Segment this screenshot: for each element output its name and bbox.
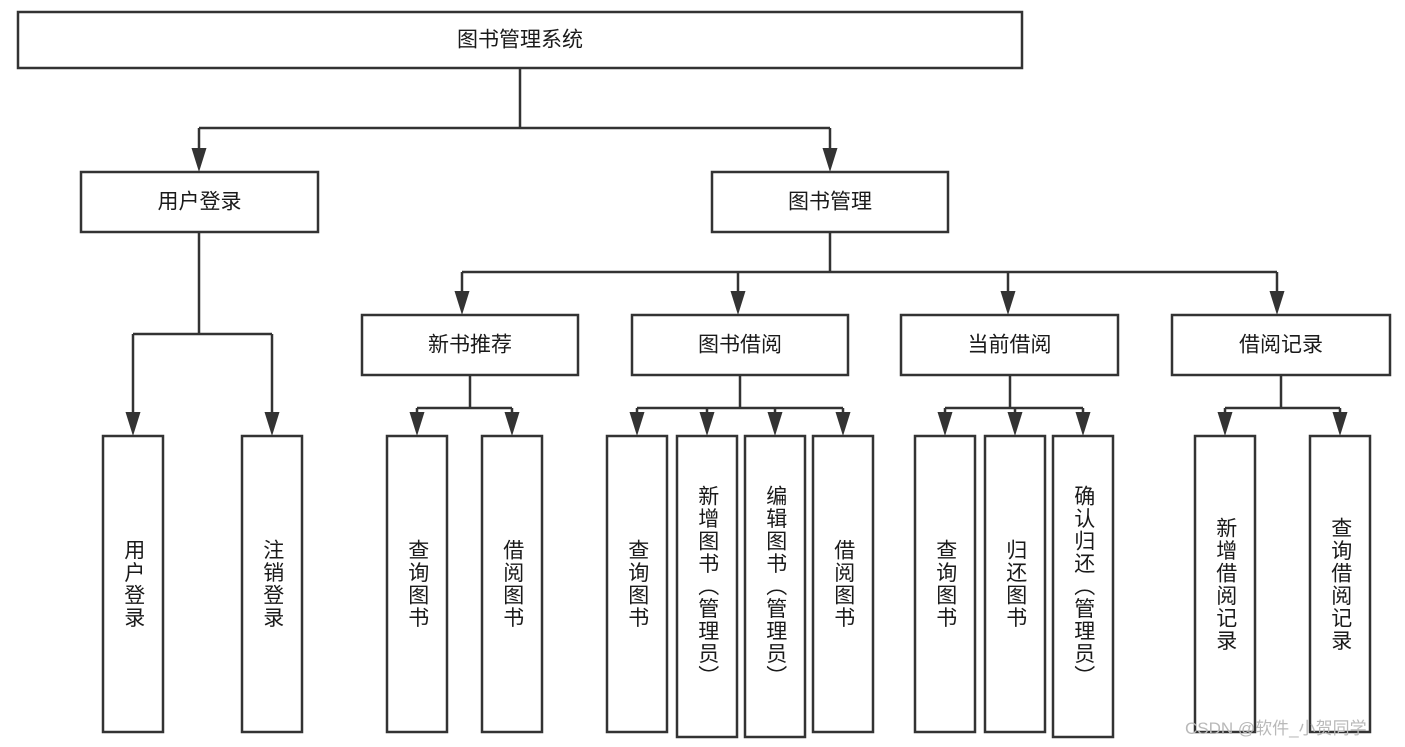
node-box-user-login[interactable] — [79, 170, 320, 234]
arrow-head-icon — [629, 412, 645, 436]
arrow-head-icon — [767, 412, 783, 436]
node-box-leaf-query-book-borrow[interactable] — [605, 434, 669, 734]
node-label-book-manage: 图书管理 — [788, 191, 872, 214]
connector-new-book-recommend — [409, 375, 520, 436]
connector-book-manage — [454, 232, 1285, 315]
node-box-leaf-user-logout[interactable] — [240, 434, 304, 734]
node-box-book-manage[interactable] — [710, 170, 950, 234]
node-label-current-borrow: 当前借阅 — [968, 334, 1052, 357]
arrow-head-icon — [1000, 291, 1016, 315]
arrow-head-icon — [1075, 412, 1091, 436]
arrow-head-icon — [730, 291, 746, 315]
connectors-layer — [125, 68, 1348, 436]
node-box-leaf-add-book[interactable] — [675, 434, 739, 739]
arrow-head-icon — [504, 412, 520, 436]
node-label-book-borrow: 图书借阅 — [698, 334, 782, 357]
arrow-head-icon — [125, 412, 141, 436]
connector-book-borrow — [629, 375, 851, 436]
node-box-borrow-record[interactable] — [1170, 313, 1392, 377]
node-label-user-login: 用户登录 — [158, 191, 242, 214]
arrow-head-icon — [822, 148, 838, 172]
connector-borrow-record — [1217, 375, 1348, 436]
node-box-root[interactable] — [16, 10, 1024, 70]
node-box-leaf-query-book-cur[interactable] — [913, 434, 977, 734]
node-box-leaf-add-record[interactable] — [1193, 434, 1257, 734]
arrow-head-icon — [1332, 412, 1348, 436]
arrow-head-icon — [1007, 412, 1023, 436]
connector-user-login — [125, 232, 280, 436]
node-label-new-book-recommend: 新书推荐 — [428, 334, 512, 357]
node-box-leaf-borrow-book[interactable] — [811, 434, 875, 734]
node-box-current-borrow[interactable] — [899, 313, 1120, 377]
arrow-head-icon — [937, 412, 953, 436]
arrow-head-icon — [1217, 412, 1233, 436]
arrow-head-icon — [264, 412, 280, 436]
node-box-leaf-borrow-book-rec[interactable] — [480, 434, 544, 734]
node-label-borrow-record: 借阅记录 — [1239, 334, 1323, 357]
arrow-head-icon — [835, 412, 851, 436]
boxes-layer — [16, 10, 1392, 739]
node-box-leaf-return-book[interactable] — [983, 434, 1047, 734]
node-box-leaf-confirm-return[interactable] — [1051, 434, 1115, 739]
node-label-root: 图书管理系统 — [457, 29, 583, 52]
node-box-leaf-query-book-rec[interactable] — [385, 434, 449, 734]
connector-root — [191, 68, 838, 172]
arrow-head-icon — [454, 291, 470, 315]
node-box-leaf-query-record[interactable] — [1308, 434, 1372, 734]
node-box-leaf-edit-book[interactable] — [743, 434, 807, 739]
arrow-head-icon — [191, 148, 207, 172]
arrow-head-icon — [1269, 291, 1285, 315]
node-box-new-book-recommend[interactable] — [360, 313, 580, 377]
node-box-leaf-user-login[interactable] — [101, 434, 165, 734]
node-box-book-borrow[interactable] — [630, 313, 850, 377]
arrow-head-icon — [409, 412, 425, 436]
connector-current-borrow — [937, 375, 1091, 436]
arrow-head-icon — [699, 412, 715, 436]
